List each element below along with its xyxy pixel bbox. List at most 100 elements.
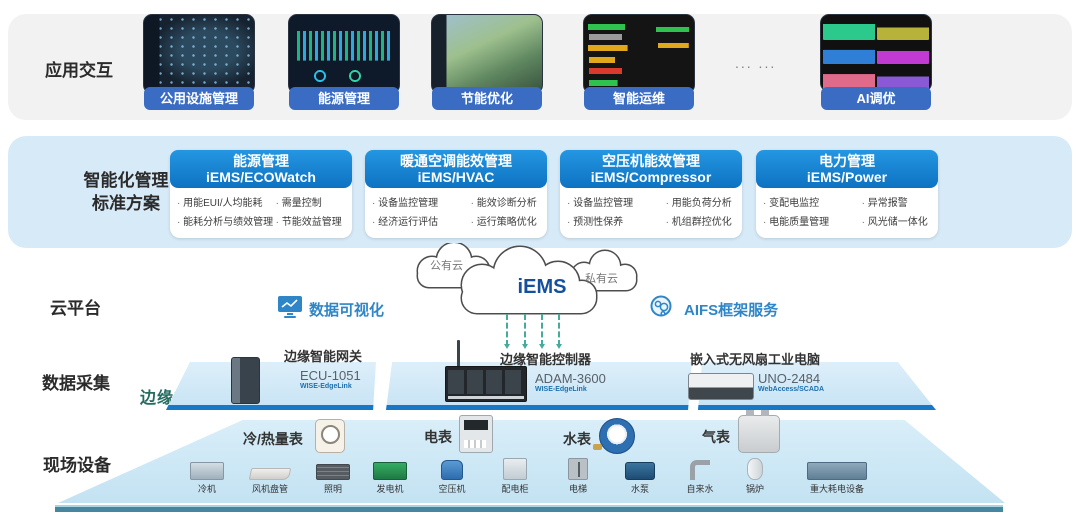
- electric-meter-icon: [459, 415, 493, 453]
- app-thumbnail-utility: 公用设施管理: [143, 14, 255, 110]
- equipment-label: 空压机: [438, 484, 466, 494]
- cloud-cluster: [416, 243, 638, 315]
- row-label-solutions-line2: 标准方案: [92, 194, 160, 213]
- row-label-solutions-line1: 智能化管理: [83, 171, 169, 190]
- heat-meter-label: 冷/热量表: [243, 431, 303, 447]
- solution-card-header: 能源管理 iEMS/ECOWatch: [170, 150, 352, 188]
- heavy-equipment-icon: [807, 462, 867, 480]
- equipment-item: 照明: [301, 456, 365, 495]
- aifs-framework-label: AIFS框架服务: [684, 302, 779, 319]
- solution-title: 空压机能效管理: [602, 153, 700, 169]
- air-compressor-icon: [441, 460, 463, 480]
- ai-mini-chart: [877, 17, 929, 40]
- aifs-framework-icon: [650, 295, 672, 317]
- row-label-solutions: 智能化管理 标准方案: [51, 169, 201, 215]
- solution-card-header: 暖通空调能效管理 iEMS/HVAC: [365, 150, 547, 188]
- row-label-field: 现场设备: [43, 456, 111, 475]
- utility-dashboard-screenshot: [143, 14, 255, 94]
- edge-ipc-title: 嵌入式无风扇工业电脑: [690, 352, 821, 367]
- equipment-item: 电梯: [546, 456, 610, 495]
- generator-icon: [373, 462, 407, 480]
- ecu-1051-device-image: [231, 357, 260, 404]
- solution-card-compressor: 空压机能效管理 iEMS/Compressor 设备监控管理 用能负荷分析 预测…: [560, 150, 742, 238]
- bullet-item: 节能效益管理: [276, 213, 350, 228]
- app-label-utility: 公用设施管理: [144, 87, 254, 110]
- bullet-item: 运行策略优化: [471, 213, 545, 228]
- power-cabinet-icon: [503, 458, 527, 480]
- solution-subtitle: iEMS/ECOWatch: [206, 169, 316, 185]
- solution-title: 电力管理: [819, 153, 875, 169]
- iems-cloud-label: iEMS: [517, 276, 567, 298]
- gas-meter-label: 气表: [702, 429, 730, 445]
- edge-panel-gateway: [166, 362, 376, 410]
- private-cloud-label: 私有云: [585, 273, 618, 285]
- solution-card-header: 电力管理 iEMS/Power: [756, 150, 938, 188]
- solution-title: 能源管理: [233, 153, 289, 169]
- equipment-item: 锅炉: [723, 456, 787, 495]
- ai-mini-chart: [877, 66, 929, 89]
- equipment-label: 电梯: [568, 484, 587, 494]
- edge-ipc-brand: WebAccess/SCADA: [758, 386, 825, 393]
- bullet-item: 电能质量管理: [763, 213, 862, 228]
- solution-bullets: 用能EUI/人均能耗 需量控制 能耗分析与绩效管理 节能效益管理: [177, 194, 350, 228]
- gas-meter-icon: [738, 410, 780, 453]
- edge-panel-controller: [386, 362, 692, 410]
- fan-coil-icon: [248, 468, 292, 480]
- equipment-label: 发电机: [376, 484, 404, 494]
- app-thumbnail-ops: 智能运维: [583, 14, 695, 110]
- data-visualization-icon: [278, 296, 302, 318]
- solution-subtitle: iEMS/Compressor: [590, 169, 712, 185]
- app-thumbnail-ai: AI调优: [820, 14, 932, 110]
- app-label-ops: 智能运维: [584, 87, 694, 110]
- public-cloud-label: 公有云: [430, 260, 463, 272]
- solution-card-hvac: 暖通空调能效管理 iEMS/HVAC 设备监控管理 能效诊断分析 经济运行评估 …: [365, 150, 547, 238]
- solution-title: 暖通空调能效管理: [400, 153, 512, 169]
- equipment-label: 重大耗电设备: [809, 484, 864, 494]
- edge-gateway-model: ECU-1051: [300, 368, 361, 383]
- equipment-item: 发电机: [358, 456, 422, 495]
- field-device-stage: [58, 420, 1005, 503]
- bullet-item: 设备监控管理: [372, 194, 471, 209]
- app-label-saving: 节能优化: [432, 87, 542, 110]
- down-arrow-icon: [522, 314, 528, 349]
- solution-subtitle: iEMS/Power: [806, 169, 888, 185]
- equipment-label: 配电柜: [501, 484, 529, 494]
- ai-mini-chart: [823, 17, 875, 40]
- bullet-item: 用能EUI/人均能耗: [177, 194, 276, 209]
- solution-card-power: 电力管理 iEMS/Power 变配电监控 异常报警 电能质量管理 风光储一体化: [756, 150, 938, 238]
- uno-2484-device-image: [688, 373, 754, 400]
- app-label-ai: AI调优: [821, 87, 931, 110]
- row-label-daq: 数据采集: [42, 374, 110, 393]
- equipment-item: 风机盘管: [238, 456, 302, 495]
- elevator-icon: [568, 458, 588, 480]
- equipment-label: 水泵: [630, 484, 649, 494]
- water-meter-icon: [593, 418, 635, 454]
- bullet-item: 预测性保养: [567, 213, 666, 228]
- solution-card-energy: 能源管理 iEMS/ECOWatch 用能EUI/人均能耗 需量控制 能耗分析与…: [170, 150, 352, 238]
- ai-mini-chart: [823, 66, 875, 89]
- more-apps-ellipsis: ... ...: [735, 55, 777, 71]
- bullet-item: 风光储一体化: [862, 213, 936, 228]
- edge-gateway-brand: WISE-EdgeLink: [300, 383, 352, 390]
- solution-bullets: 设备监控管理 用能负荷分析 预测性保养 机组群控优化: [567, 194, 740, 228]
- water-pump-icon: [625, 462, 655, 480]
- equipment-item: 水泵: [608, 456, 672, 495]
- stage-base-line: [55, 505, 1003, 512]
- heat-meter-icon: [315, 419, 345, 453]
- bullet-item: 用能负荷分析: [666, 194, 740, 209]
- bullet-item: 设备监控管理: [567, 194, 666, 209]
- solution-card-header: 空压机能效管理 iEMS/Compressor: [560, 150, 742, 188]
- app-thumbnail-saving: 节能优化: [431, 14, 543, 110]
- solution-bullets: 设备监控管理 能效诊断分析 经济运行评估 运行策略优化: [372, 194, 545, 228]
- ai-mini-chart: [877, 41, 929, 65]
- bullet-item: 能耗分析与绩效管理: [177, 213, 276, 228]
- edge-controller-title: 边缘智能控制器: [500, 352, 592, 367]
- equipment-item: 自来水: [668, 456, 732, 495]
- water-meter-label: 水表: [563, 431, 591, 447]
- energy-dashboard-screenshot: [288, 14, 400, 94]
- boiler-icon: [747, 458, 763, 480]
- app-thumbnail-energy: 能源管理: [288, 14, 400, 110]
- equipment-item: 冷机: [175, 456, 239, 495]
- equipment-item: 重大耗电设备: [799, 456, 875, 495]
